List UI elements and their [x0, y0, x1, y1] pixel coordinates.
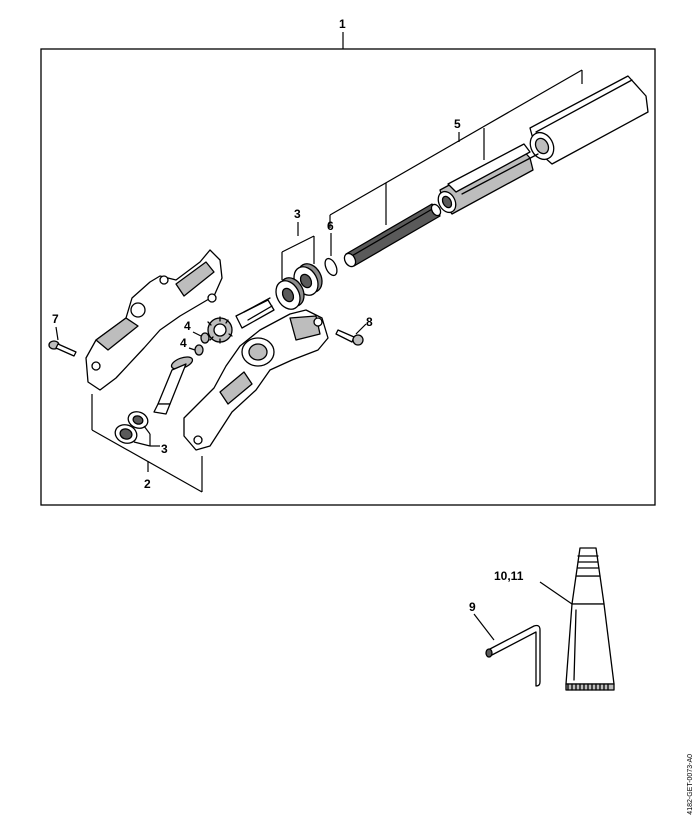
leader-10-11: [539, 581, 573, 605]
pinion-shaft[interactable]: [153, 355, 194, 415]
ball-bearing-small-upper-part-3[interactable]: [126, 409, 150, 431]
leader-8: [355, 323, 367, 335]
callout-7[interactable]: 7: [52, 312, 59, 326]
callout-1[interactable]: 1: [339, 17, 346, 31]
leader-4-lower: [188, 347, 196, 351]
bevel-gear[interactable]: [207, 316, 233, 344]
callout-4-lower[interactable]: 4: [180, 336, 187, 350]
ball-bearing-upper-part-3[interactable]: [289, 260, 327, 300]
drive-shaft-part-5[interactable]: [342, 203, 442, 269]
callout-4-upper[interactable]: 4: [184, 319, 191, 333]
screw-part-7[interactable]: [48, 340, 77, 357]
output-shaft[interactable]: [235, 297, 275, 329]
drive-tube-part-5[interactable]: [526, 75, 649, 165]
callout-2[interactable]: 2: [144, 477, 151, 491]
callout-6[interactable]: 6: [327, 219, 334, 233]
gear-housing-lower[interactable]: [183, 309, 329, 451]
callout-8[interactable]: 8: [366, 315, 373, 329]
leader-7: [55, 326, 59, 341]
callout-3-upper[interactable]: 3: [294, 207, 301, 221]
grease-tube-part-10-11[interactable]: [565, 547, 615, 691]
circlip-part-6[interactable]: [323, 257, 340, 278]
ball-bearing-small-lower-part-3[interactable]: [113, 422, 140, 446]
screw-part-8[interactable]: [335, 329, 364, 346]
leader-3-upper: [281, 222, 315, 280]
bushing-part-4-a[interactable]: [200, 332, 210, 344]
assembly-frame: [40, 48, 656, 506]
leader-5: [329, 69, 583, 228]
callout-5[interactable]: 5: [454, 117, 461, 131]
ball-bearing-lower-part-3[interactable]: [271, 274, 309, 314]
callout-9[interactable]: 9: [469, 600, 476, 614]
callout-3-lower[interactable]: 3: [161, 442, 168, 456]
liner-part-5[interactable]: [435, 143, 539, 215]
bushing-part-4-b[interactable]: [194, 344, 204, 356]
hex-key-part-9[interactable]: [485, 624, 541, 687]
callout-10-11[interactable]: 10,11: [494, 569, 524, 583]
leader-2: [91, 394, 203, 493]
leader-3-lower: [133, 425, 160, 447]
document-reference-code: 4182-GET-0073-A0: [687, 754, 694, 815]
leader-4-upper: [192, 331, 202, 337]
leader-9: [473, 613, 495, 641]
gear-housing-upper[interactable]: [85, 249, 223, 391]
